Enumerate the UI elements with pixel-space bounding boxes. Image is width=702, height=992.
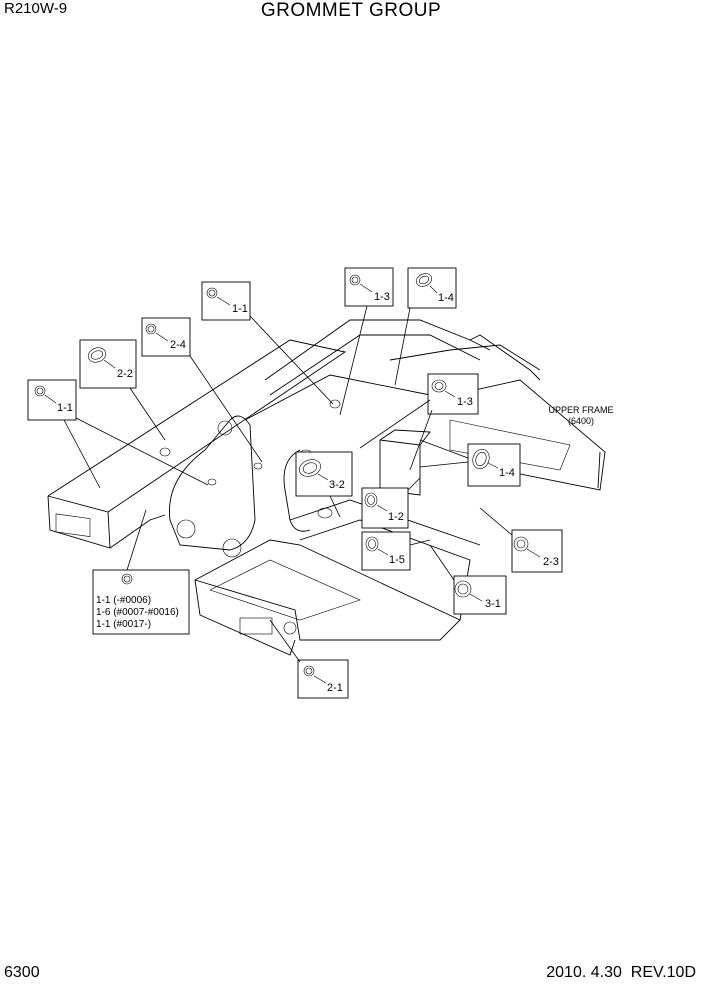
- callout-1-5: 1-5: [361, 531, 431, 571]
- callout-1-1-top: 1-1: [201, 281, 334, 405]
- page-title: GROMMET GROUP: [260, 0, 442, 21]
- callout-2-1: 2-1: [269, 619, 349, 699]
- callout-1-3-top: 1-3: [339, 267, 394, 416]
- callout-label: 1-3: [457, 396, 473, 408]
- variant-callout: 1-1 (-#0006) 1-6 (#0007-#0016) 1-1 (#001…: [92, 509, 190, 635]
- callout-label: 2-1: [327, 682, 343, 694]
- revision-code: REV.10D: [630, 964, 696, 981]
- callout-1-2: 1-2: [361, 477, 421, 529]
- callout-3-1: 3-1: [429, 544, 507, 615]
- callout-1-4-right: 1-4: [419, 443, 521, 487]
- callout-2-4: 2-4: [141, 317, 263, 463]
- page-number: 6300: [4, 964, 40, 981]
- callout-label: 1-4: [499, 467, 515, 479]
- callout-3-2: 3-2: [295, 451, 353, 518]
- variant-line-1: 1-1 (-#0006): [96, 595, 151, 606]
- callout-1-3-right: 1-3: [359, 373, 479, 471]
- callout-label: 1-4: [438, 292, 454, 304]
- revision-info: 2010. 4.30 REV.10D: [546, 964, 696, 982]
- assembly-number: (6400): [568, 416, 594, 426]
- callout-2-2: 2-2: [79, 339, 166, 441]
- callout-label: 1-5: [389, 554, 405, 566]
- variant-line-2: 1-6 (#0007-#0016): [96, 607, 179, 618]
- callout-label: 3-1: [485, 598, 501, 610]
- callout-label: 3-2: [329, 479, 345, 491]
- model-code: R210W-9: [4, 0, 68, 17]
- assembly-label: UPPER FRAME: [548, 405, 613, 415]
- callout-label: 2-2: [117, 368, 133, 380]
- revision-date: 2010. 4.30: [546, 964, 622, 981]
- callout-1-4-top: 1-4: [394, 267, 457, 386]
- callout-2-3: 2-3: [479, 507, 563, 573]
- callout-1-1-left: 1-1: [27, 379, 209, 489]
- callout-label: 1-1: [232, 303, 248, 315]
- callout-label: 1-3: [374, 291, 390, 303]
- callout-label: 2-3: [543, 556, 559, 568]
- callout-label: 1-2: [388, 511, 404, 523]
- callout-label: 1-1: [57, 402, 73, 414]
- variant-line-3: 1-1 (#0017-): [96, 619, 151, 630]
- callout-label: 2-4: [170, 339, 186, 351]
- upper-frame-drawing: [47, 319, 606, 656]
